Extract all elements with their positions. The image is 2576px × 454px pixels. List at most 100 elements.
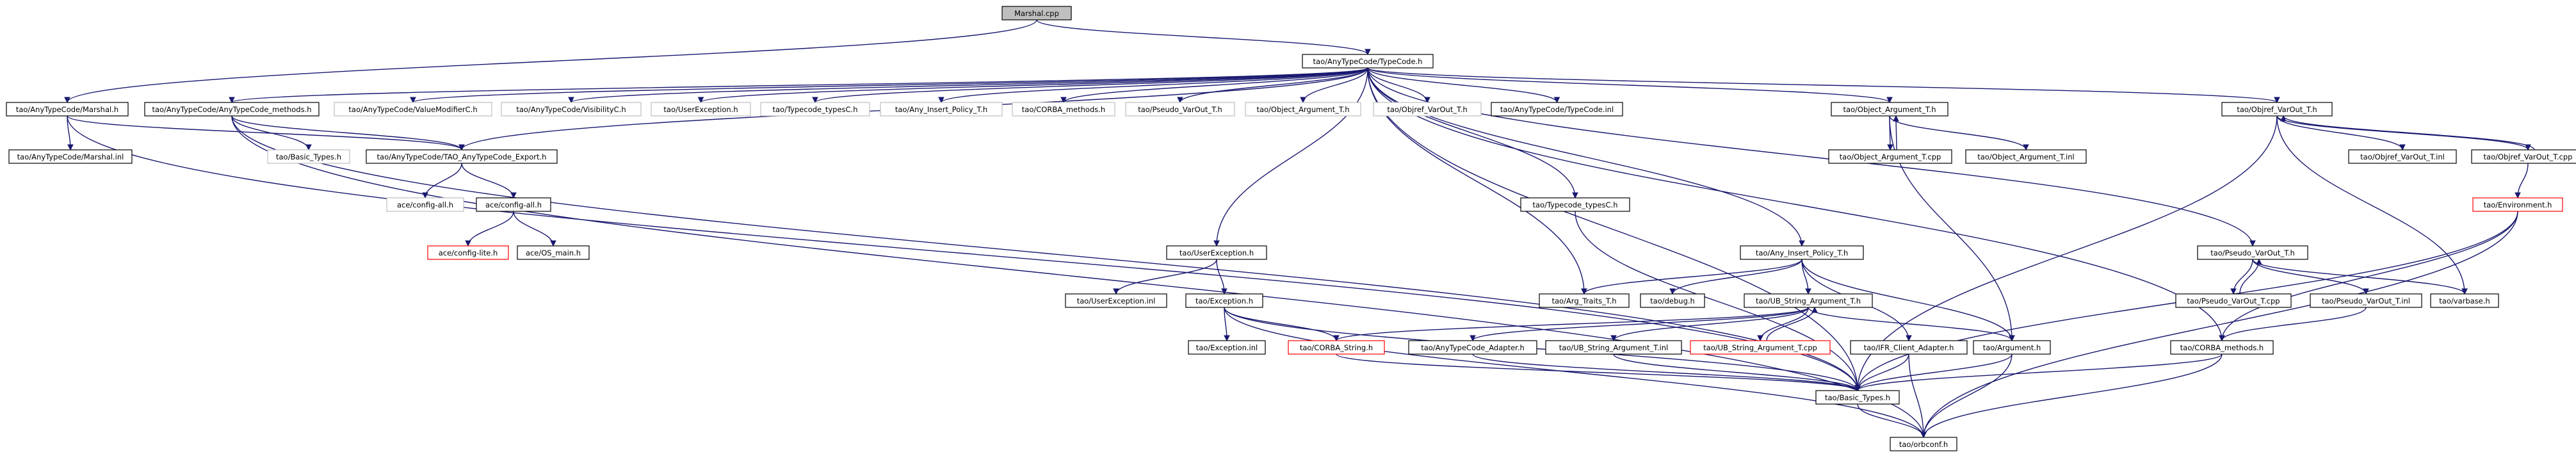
node-ace-config-lite-h[interactable]: ace/config-lite.h bbox=[427, 245, 509, 260]
edge-corba_methods_h-to-basic_types_h bbox=[1857, 353, 2223, 391]
edge-arrowhead bbox=[1060, 97, 1067, 104]
edge-ub_string_argument_t_h-to-anytypecode_adapter_h bbox=[1472, 307, 1809, 341]
node-box bbox=[1185, 293, 1263, 308]
node-ub-string-argument-t-inl[interactable]: tao/UB_String_Argument_T.inl bbox=[1545, 340, 1682, 355]
node-objref-varout-t-h[interactable]: tao/Objref_VarOut_T.h bbox=[2221, 102, 2333, 117]
node-pseudo-varout-t-h[interactable]: tao/Pseudo_VarOut_T.h bbox=[2197, 245, 2308, 260]
node-exception-h[interactable]: tao/Exception.h bbox=[1185, 293, 1263, 308]
node-corba-string-h[interactable]: tao/CORBA_String.h bbox=[1288, 340, 1385, 355]
node-any-insert-policy-t-h-a: tao/Any_Insert_Policy_T.h bbox=[880, 102, 1003, 117]
node-ub-string-argument-t-h[interactable]: tao/UB_String_Argument_T.h bbox=[1744, 293, 1873, 308]
node-label: tao/AnyTypeCode/Marshal.inl bbox=[17, 152, 124, 161]
node-argument-h[interactable]: tao/Argument.h bbox=[1973, 340, 2051, 355]
node-box bbox=[1690, 340, 1831, 355]
node-varbase-h[interactable]: tao/varbase.h bbox=[2430, 293, 2499, 308]
node-box bbox=[1125, 102, 1235, 117]
edge-corba_string_h-to-basic_types_h bbox=[1336, 353, 1858, 391]
node-objref-varout-t-inl[interactable]: tao/Objref_VarOut_T.inl bbox=[2348, 149, 2457, 164]
edge-arrowhead bbox=[410, 97, 416, 104]
edge-anytypecode_methods_h-to-tao_anytypecode_export_h bbox=[231, 115, 462, 150]
node-exception-inl[interactable]: tao/Exception.inl bbox=[1188, 340, 1266, 355]
edge-arrowhead bbox=[1300, 97, 1306, 104]
node-orbconf-h[interactable]: tao/orbconf.h bbox=[1890, 437, 1957, 451]
node-object-argument-t-h[interactable]: tao/Object_Argument_T.h bbox=[1831, 102, 1948, 117]
node-box bbox=[267, 149, 350, 164]
node-box bbox=[2348, 149, 2457, 164]
node-typecode-h[interactable]: tao/AnyTypeCode/TypeCode.h bbox=[1302, 54, 1434, 69]
edge-arrowhead bbox=[2399, 144, 2406, 151]
edge-layer bbox=[64, 19, 2535, 439]
edge-arrowhead bbox=[422, 192, 428, 199]
node-label: tao/CORBA_String.h bbox=[1300, 343, 1373, 352]
edge-arrowhead bbox=[2023, 144, 2029, 151]
edge-typecode_h-to-typecode_typesc_h bbox=[1367, 67, 1576, 199]
node-pseudo-varout-t-h-a: tao/Pseudo_VarOut_T.h bbox=[1125, 102, 1235, 117]
edge-arrowhead bbox=[1221, 288, 1227, 295]
node-label: tao/IFR_Client_Adapter.h bbox=[1864, 343, 1954, 352]
edge-arrowhead bbox=[1886, 97, 1893, 104]
edge-arrowhead bbox=[1887, 144, 1893, 151]
node-arg-traits-t-h[interactable]: tao/Arg_Traits_T.h bbox=[1539, 293, 1630, 308]
node-label: tao/Any_Insert_Policy_T.h bbox=[1756, 248, 1848, 257]
edge-arrowhead bbox=[1470, 335, 1476, 342]
edge-typecode_h-to-corba_methods_h bbox=[1367, 67, 2223, 341]
node-pseudo-varout-t-inl[interactable]: tao/Pseudo_VarOut_T.inl bbox=[2310, 293, 2422, 308]
edge-arrowhead bbox=[1906, 335, 1912, 342]
node-environment-h[interactable]: tao/Environment.h bbox=[2472, 197, 2563, 212]
edge-any_insert_policy_t_h-to-argument_h bbox=[1801, 259, 2013, 341]
node-box bbox=[1012, 102, 1115, 117]
node-typecode-typesc-h[interactable]: tao/Typecode_typesC.h bbox=[1520, 197, 1630, 212]
edge-arrowhead bbox=[2009, 335, 2015, 342]
edge-corba_methods_h-to-orbconf_h bbox=[1923, 353, 2223, 438]
node-label: tao/UB_String_Argument_T.inl bbox=[1559, 343, 1668, 352]
node-basic-types-h[interactable]: tao/Basic_Types.h bbox=[1815, 390, 1900, 405]
node-valuemodifierc-h: tao/AnyTypeCode/ValueModifierC.h bbox=[334, 102, 492, 117]
node-box bbox=[1890, 437, 1957, 451]
node-box bbox=[1188, 340, 1266, 355]
node-ub-string-argument-t-cpp[interactable]: tao/UB_String_Argument_T.cpp bbox=[1690, 340, 1831, 355]
edge-marshal_h-to-basic_types_h bbox=[67, 115, 1858, 391]
node-box bbox=[760, 102, 870, 117]
node-label: tao/Basic_Types.h bbox=[1825, 393, 1890, 402]
node-box bbox=[1065, 293, 1167, 308]
node-userexception-inl[interactable]: tao/UserException.inl bbox=[1065, 293, 1167, 308]
node-basic-types-h-a: tao/Basic_Types.h bbox=[267, 149, 350, 164]
node-ace-config-all-h-a: ace/config-all.h bbox=[386, 197, 464, 212]
node-object-argument-t-cpp[interactable]: tao/Object_Argument_T.cpp bbox=[1828, 149, 1952, 164]
node-pseudo-varout-t-cpp[interactable]: tao/Pseudo_VarOut_T.cpp bbox=[2175, 293, 2292, 308]
node-corba-methods-h[interactable]: tao/CORBA_methods.h bbox=[2170, 340, 2274, 355]
edge-exception_h-to-orbconf_h bbox=[1224, 307, 1924, 438]
node-label: tao/UserException.inl bbox=[1077, 296, 1156, 305]
node-any-insert-policy-t-h[interactable]: tao/Any_Insert_Policy_T.h bbox=[1740, 245, 1864, 260]
node-box bbox=[1828, 149, 1952, 164]
node-objref-varout-t-cpp[interactable]: tao/Objref_VarOut_T.cpp bbox=[2471, 149, 2576, 164]
node-box bbox=[6, 102, 129, 117]
node-ace-os-main-h[interactable]: ace/OS_main.h bbox=[517, 245, 590, 260]
node-label: tao/UB_String_Argument_T.cpp bbox=[1703, 343, 1817, 352]
node-debug-h[interactable]: tao/debug.h bbox=[1640, 293, 1705, 308]
edge-exception_h-to-basic_types_h bbox=[1224, 307, 1858, 391]
node-anytypecode-adapter-h[interactable]: tao/AnyTypeCode_Adapter.h bbox=[1408, 340, 1537, 355]
node-object-argument-t-inl[interactable]: tao/Object_Argument_T.inl bbox=[1965, 149, 2087, 164]
edge-arrowhead bbox=[1799, 240, 1805, 247]
node-ace-config-all-h[interactable]: ace/config-all.h bbox=[476, 197, 551, 212]
node-anytypecode-methods-h[interactable]: tao/AnyTypeCode/AnyTypeCode_methods.h bbox=[144, 102, 320, 117]
edge-typecode_h-to-any_insert_policy_t_h_a bbox=[941, 67, 1368, 103]
node-userexception-h[interactable]: tao/UserException.h bbox=[1166, 245, 1267, 260]
edge-arrowhead bbox=[2219, 335, 2225, 342]
node-box bbox=[1520, 197, 1630, 212]
node-typecode-typesc-h-a: tao/Typecode_typesC.h bbox=[760, 102, 870, 117]
node-box bbox=[2175, 293, 2292, 308]
edge-pseudo_varout_t_inl-to-corba_methods_h bbox=[2221, 307, 2367, 341]
edge-arrowhead bbox=[64, 97, 70, 104]
node-marshal-inl[interactable]: tao/AnyTypeCode/Marshal.inl bbox=[8, 149, 133, 164]
edge-anytypecode_methods_h-to-basic_types_h_a bbox=[231, 115, 309, 150]
node-tao-anytypecode-export-h[interactable]: tao/AnyTypeCode/TAO_AnyTypeCode_Export.h bbox=[366, 149, 558, 164]
node-typecode-inl[interactable]: tao/AnyTypeCode/TypeCode.inl bbox=[1491, 102, 1623, 117]
edge-arrowhead bbox=[697, 97, 704, 104]
edge-objref_varout_t_h-to-objref_varout_t_inl bbox=[2276, 115, 2403, 150]
node-label: tao/CORBA_methods.h bbox=[1022, 105, 1105, 114]
node-ifr-client-adapter-h[interactable]: tao/IFR_Client_Adapter.h bbox=[1850, 340, 1968, 355]
node-marshal-h[interactable]: tao/AnyTypeCode/Marshal.h bbox=[6, 102, 129, 117]
node-label: tao/CORBA_methods.h bbox=[2180, 343, 2264, 352]
